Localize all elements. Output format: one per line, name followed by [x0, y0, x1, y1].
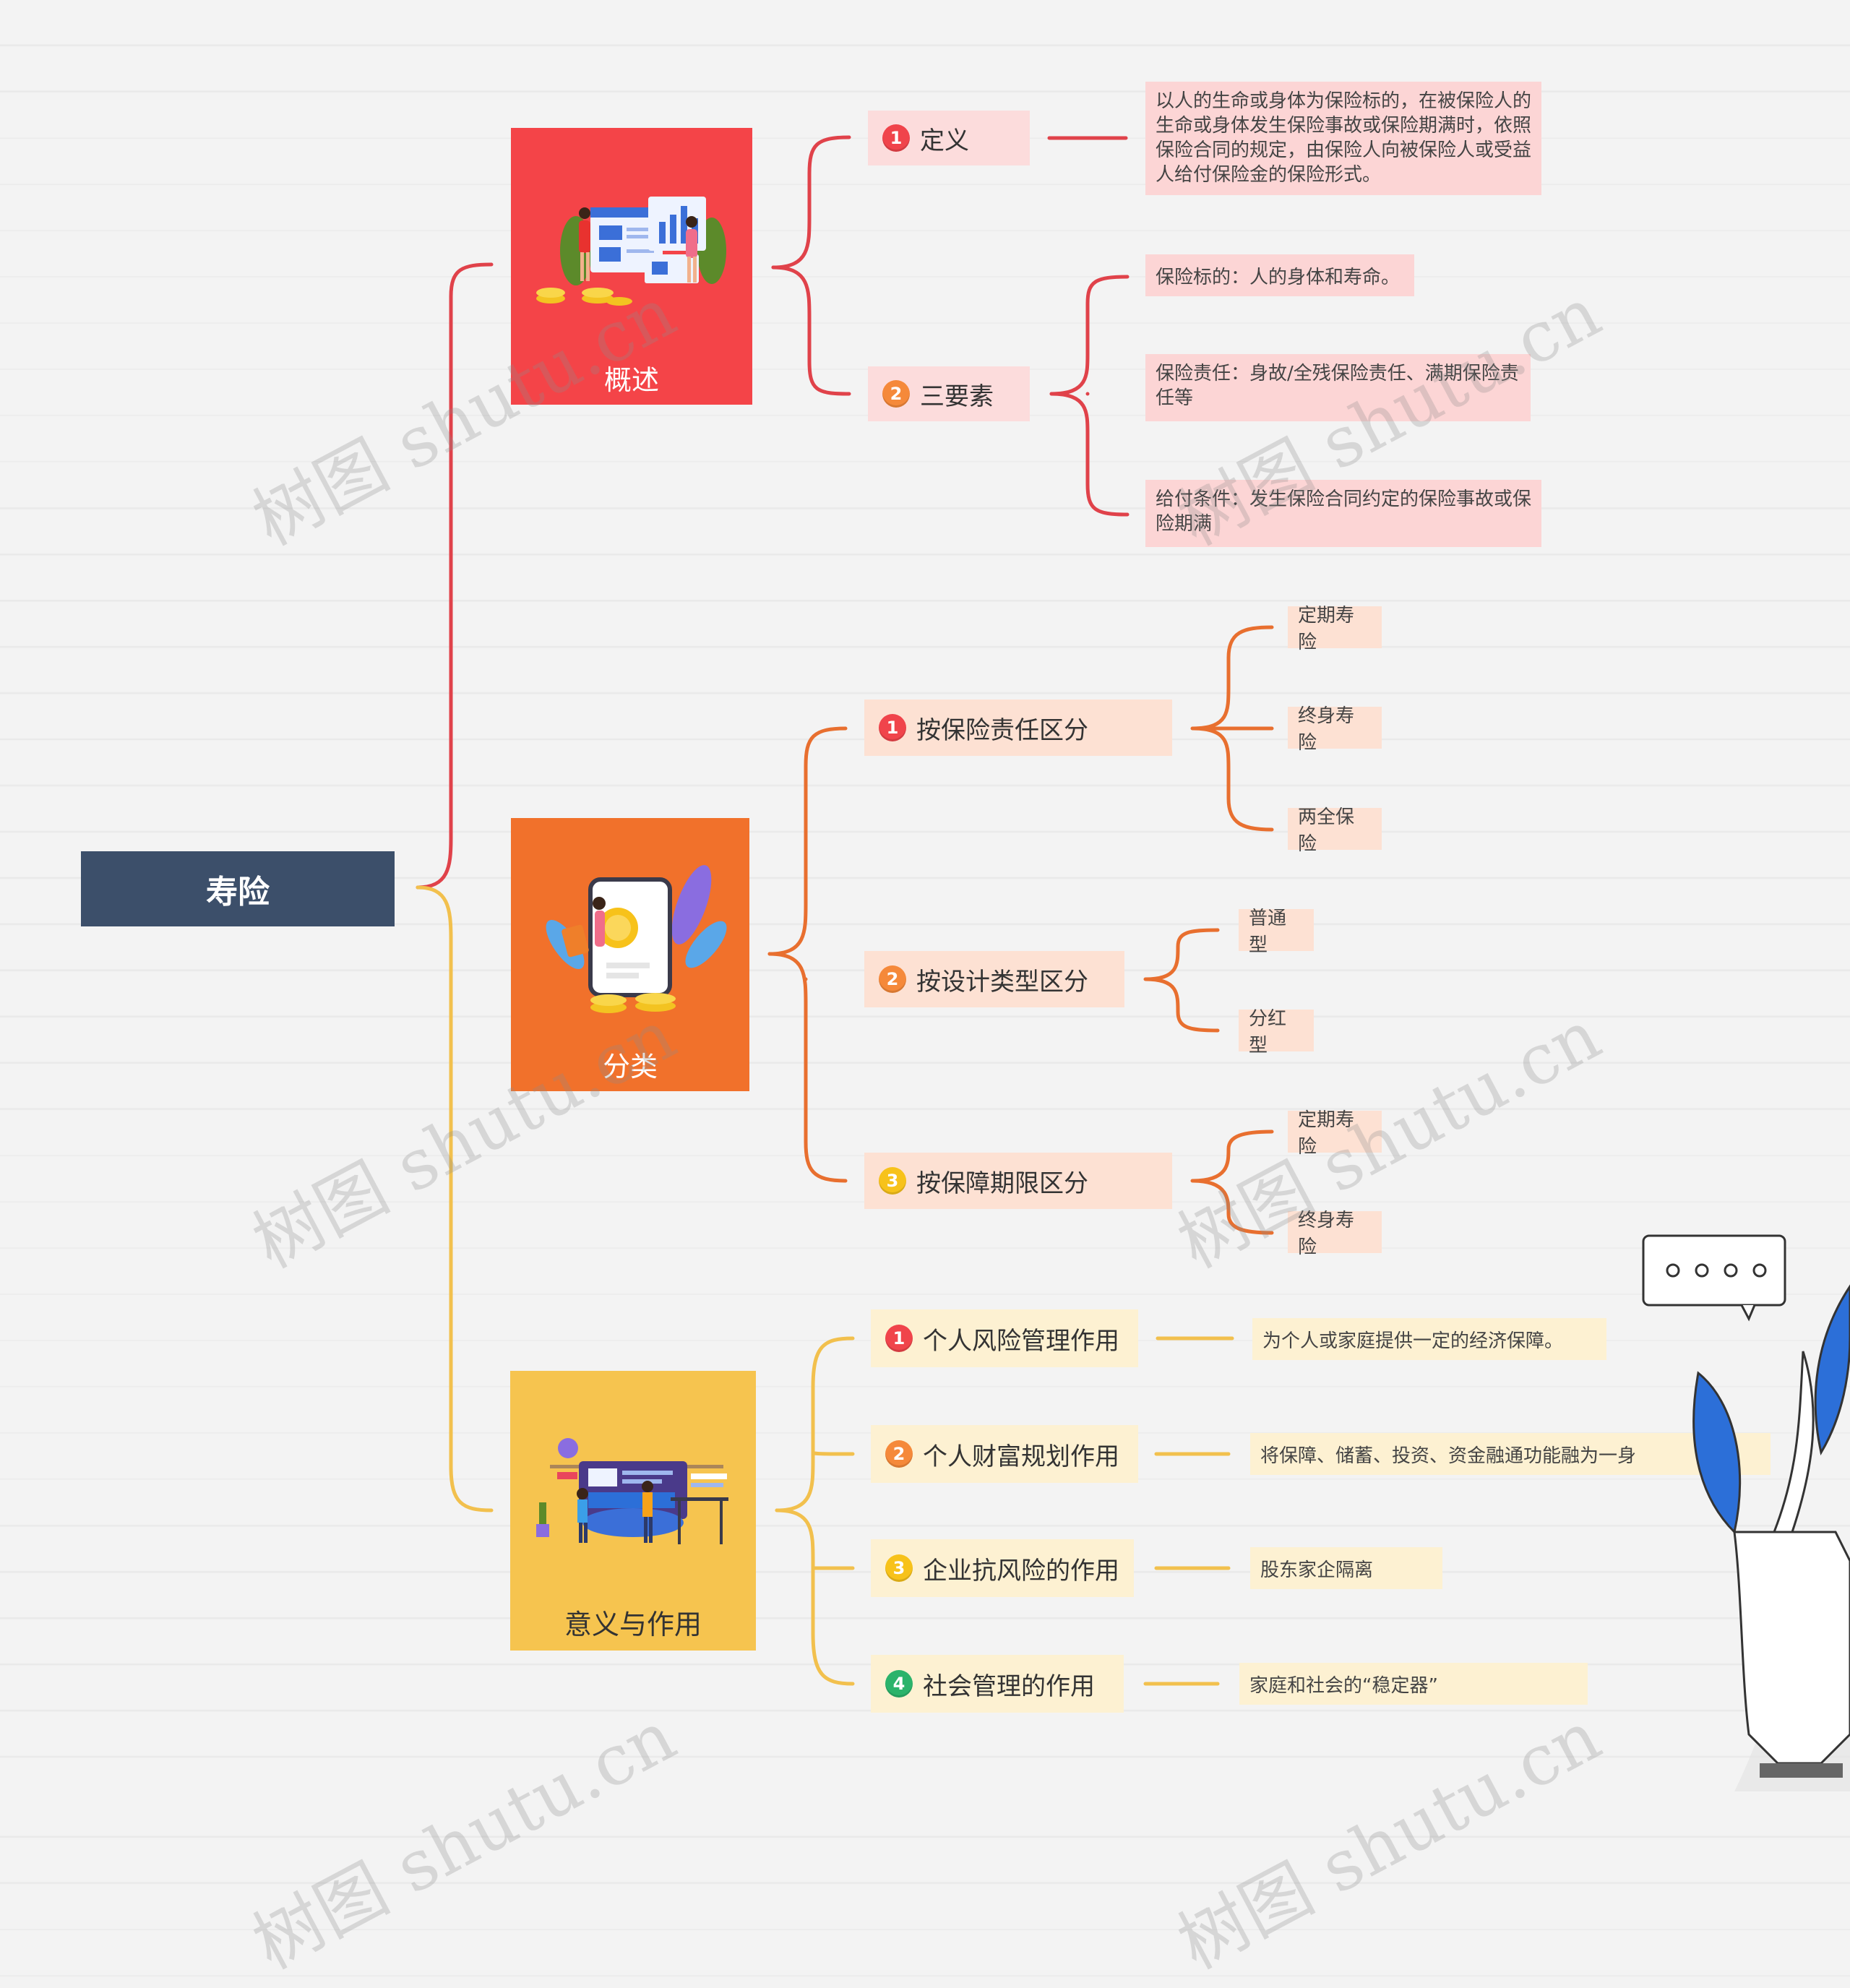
node-three-elements-label: 三要素: [920, 382, 994, 411]
node-three-elements[interactable]: 2 三要素: [868, 366, 1030, 421]
leaf-dividend[interactable]: 分红型: [1239, 1008, 1314, 1057]
connector-root-branch3: [416, 885, 494, 1512]
node-label: 按设计类型区分: [916, 967, 1088, 997]
number-badge-2: 2: [882, 380, 910, 408]
node-personal-risk[interactable]: 1 个人风险管理作用: [871, 1309, 1138, 1367]
leaf-text: 给付条件：发生保险合同约定的保险事故或保险期满: [1156, 489, 1532, 535]
leaf-text: 定期寿险: [1298, 1109, 1355, 1158]
leaf-text: 两全保险: [1298, 806, 1355, 855]
number-badge-2: 2: [885, 1440, 913, 1468]
leaf-text: 保险责任：身故/全残保险责任、满期保险责任等: [1156, 363, 1519, 409]
node-enterprise-risk[interactable]: 3 企业抗风险的作用: [871, 1539, 1134, 1597]
leaf-term-life[interactable]: 定期寿险: [1288, 605, 1382, 653]
connector-b3-c4: [775, 1508, 855, 1686]
leaf-text: 普通型: [1249, 908, 1287, 956]
connector-b1-three: [771, 265, 851, 396]
leaf-text: 分红型: [1249, 1008, 1287, 1057]
leaf-text: 定期寿险: [1298, 605, 1355, 653]
node-label: 个人风险管理作用: [923, 1326, 1119, 1356]
node-social-management[interactable]: 4 社会管理的作用: [871, 1655, 1124, 1713]
node-definition[interactable]: 1 定义: [868, 111, 1030, 165]
connector-b2-c1: [767, 726, 848, 956]
number-badge-4: 4: [885, 1670, 913, 1697]
leaf-text: 以人的生命或身体为保险标的，在被保险人的生命或身体发生保险事故或保险期满时，依照…: [1156, 90, 1532, 186]
connector-three-leaf1: [1049, 275, 1130, 396]
business-presentation-illustration: [536, 197, 726, 306]
leaf-payment-condition[interactable]: 给付条件：发生保险合同约定的保险事故或保险期满: [1145, 480, 1541, 547]
node-label: 社会管理的作用: [923, 1671, 1095, 1701]
node-by-design[interactable]: 2 按设计类型区分: [864, 951, 1124, 1007]
leaf-multi-function[interactable]: 将保障、储蓄、投资、资金融通功能融为一身: [1250, 1433, 1771, 1475]
branch-overview-label: 概述: [603, 364, 659, 396]
leaf-text: 终身寿险: [1298, 1210, 1355, 1258]
mind-map-canvas: 寿险: [81, 82, 1850, 1984]
leaf-whole-life[interactable]: 终身寿险: [1288, 705, 1382, 754]
branch-classification-label: 分类: [602, 1051, 658, 1083]
branch-significance[interactable]: 意义与作用: [510, 1371, 756, 1651]
connector-b3-c2: [811, 1450, 855, 1456]
node-by-liability[interactable]: 1 按保险责任区分: [864, 700, 1172, 756]
node-label: 按保障期限区分: [916, 1169, 1088, 1198]
connector-c1-leaves: [1190, 625, 1274, 832]
connector-b2-c3: [767, 952, 848, 1183]
leaf-economic-protection[interactable]: 为个人或家庭提供一定的经济保障。: [1252, 1318, 1606, 1360]
leaf-text: 将保障、储蓄、投资、资金融通功能融为一身: [1260, 1445, 1637, 1467]
leaf-subject[interactable]: 保险标的：人的身体和寿命。: [1145, 254, 1414, 296]
leaf-endowment[interactable]: 两全保险: [1288, 806, 1382, 855]
leaf-text: 家庭和社会的“稳定器”: [1249, 1674, 1438, 1697]
leaf-stabilizer[interactable]: 家庭和社会的“稳定器”: [1239, 1663, 1588, 1705]
finance-phone-illustration: [546, 865, 727, 1013]
connector-b3-c1: [775, 1336, 855, 1512]
connector-root-branch1: [416, 262, 494, 890]
speech-bubble-icon: [1642, 1234, 1786, 1307]
node-label: 个人财富规划作用: [923, 1442, 1119, 1471]
number-badge-3: 3: [879, 1167, 906, 1195]
root-label: 寿险: [206, 874, 270, 911]
branch-significance-label: 意义与作用: [564, 1609, 702, 1640]
number-badge-2: 2: [879, 965, 906, 993]
number-badge-3: 3: [885, 1554, 913, 1582]
leaf-shareholder-isolation[interactable]: 股东家企隔离: [1250, 1547, 1442, 1589]
connector-three-leaf3: [1049, 392, 1130, 517]
teamwork-dashboard-illustration: [536, 1438, 728, 1544]
leaf-text: 保险标的：人的身体和寿命。: [1156, 266, 1401, 288]
connector-c3-leaves: [1190, 1129, 1274, 1235]
branch-overview[interactable]: 概述: [511, 128, 752, 405]
leaf-whole-life-2[interactable]: 终身寿险: [1288, 1210, 1382, 1258]
leaf-ordinary[interactable]: 普通型: [1239, 908, 1314, 956]
leaf-term-life-2[interactable]: 定期寿险: [1288, 1109, 1382, 1158]
node-definition-label: 定义: [920, 126, 969, 155]
leaf-text: 终身寿险: [1298, 705, 1355, 754]
number-badge-1: 1: [879, 714, 906, 741]
leaf-text: 股东家企隔离: [1260, 1559, 1374, 1581]
connector-b1-def: [771, 135, 851, 270]
number-badge-1: 1: [885, 1325, 913, 1352]
connector-lines: [416, 135, 1274, 1686]
node-label: 按保险责任区分: [916, 715, 1088, 745]
node-label: 企业抗风险的作用: [923, 1556, 1119, 1585]
root-node[interactable]: 寿险: [81, 851, 395, 926]
leaf-liability[interactable]: 保险责任：身故/全残保险责任、满期保险责任等: [1145, 354, 1531, 421]
number-badge-1: 1: [882, 124, 910, 152]
leaf-text: 为个人或家庭提供一定的经济保障。: [1262, 1330, 1564, 1352]
connector-c2-leaves: [1143, 928, 1220, 1033]
node-by-term[interactable]: 3 按保障期限区分: [864, 1153, 1172, 1209]
decorative-plant-illustration: [1642, 1228, 1850, 1791]
branch-classification[interactable]: 分类: [511, 818, 749, 1091]
leaf-definition-text[interactable]: 以人的生命或身体为保险标的，在被保险人的生命或身体发生保险事故或保险期满时，依照…: [1145, 82, 1541, 195]
node-wealth-planning[interactable]: 2 个人财富规划作用: [871, 1425, 1138, 1483]
